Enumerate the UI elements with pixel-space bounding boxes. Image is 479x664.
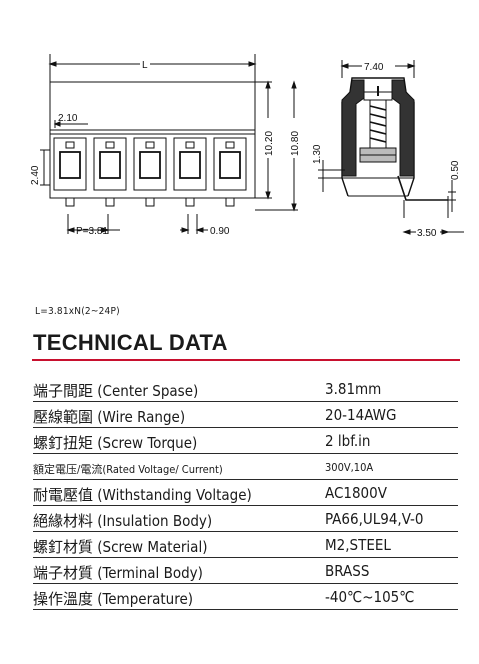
terminal-opening bbox=[133, 137, 167, 191]
spec-value: 20-14AWG bbox=[325, 406, 397, 424]
terminal-openings bbox=[53, 137, 247, 191]
wire-entry bbox=[99, 151, 121, 179]
dim-pin-thickness-label: 0.50 bbox=[450, 160, 461, 180]
screw-head bbox=[65, 141, 75, 149]
dim-pin-reach-label: 3.50 bbox=[417, 228, 437, 239]
side-view bbox=[318, 60, 464, 235]
spec-row-terminal-body: 端子材質 (Terminal Body) BRASS bbox=[33, 558, 458, 584]
terminal-pin bbox=[145, 197, 155, 207]
terminal-pin bbox=[185, 197, 195, 207]
dim-pitch-label: P=3.81 bbox=[76, 226, 108, 237]
wire-entry bbox=[139, 151, 161, 179]
spec-value: -40℃~105℃ bbox=[325, 588, 415, 606]
terminal-opening bbox=[93, 137, 127, 191]
spec-value: AC1800V bbox=[325, 484, 387, 502]
spec-value: M2,STEEL bbox=[325, 536, 391, 554]
terminal-pin bbox=[225, 197, 235, 207]
screw-head bbox=[185, 141, 195, 149]
length-formula: L=3.81xN(2~24P) bbox=[35, 306, 120, 317]
spec-label: 操作溫度 (Temperature) bbox=[33, 590, 194, 608]
terminal-pins bbox=[65, 197, 235, 207]
screw-head bbox=[145, 141, 155, 149]
dim-pin-spacing-label: 0.90 bbox=[210, 226, 230, 237]
wire-entry bbox=[219, 151, 241, 179]
spec-label: 端子間距 (Center Spase) bbox=[33, 382, 199, 400]
dim-length-label: L bbox=[142, 60, 148, 71]
spec-value: BRASS bbox=[325, 562, 370, 580]
spec-label: 壓線範圍 (Wire Range) bbox=[33, 408, 186, 426]
dim-side-width-label: 7.40 bbox=[364, 62, 384, 73]
spec-row-screw-material: 螺釘材質 (Screw Material) M2,STEEL bbox=[33, 532, 458, 558]
spec-value: 300V,10A bbox=[325, 461, 374, 474]
spec-value: 2 lbf.in bbox=[325, 432, 371, 450]
spec-row-insulation-body: 絕緣材料 (Insulation Body) PA66,UL94,V-0 bbox=[33, 506, 458, 532]
screw-head bbox=[225, 141, 235, 149]
spec-row-withstanding-voltage: 耐電壓值 (Withstanding Voltage) AC1800V bbox=[33, 480, 458, 506]
terminal-pin bbox=[65, 197, 75, 207]
spec-value: PA66,UL94,V-0 bbox=[325, 510, 424, 528]
dim-pin-offset-label: 1.30 bbox=[312, 144, 323, 164]
spec-label: 額定電压/電流(Rated Voltage/ Current) bbox=[33, 463, 223, 476]
dim-inner-height-label: 10.20 bbox=[264, 131, 275, 156]
spec-label: 端子材質 (Terminal Body) bbox=[33, 564, 203, 582]
terminal-opening bbox=[213, 137, 247, 191]
spec-row-wire-range: 壓線範圍 (Wire Range) 20-14AWG bbox=[33, 402, 458, 428]
screw-head bbox=[105, 141, 115, 149]
heading-divider bbox=[32, 359, 460, 361]
spec-label: 絕緣材料 (Insulation Body) bbox=[33, 512, 213, 530]
terminal-opening bbox=[173, 137, 207, 191]
spec-value: 3.81mm bbox=[325, 380, 382, 398]
specs-table: 端子間距 (Center Spase) 3.81mm 壓線範圍 (Wire Ra… bbox=[33, 376, 458, 610]
spec-row-temperature: 操作溫度 (Temperature) -40℃~105℃ bbox=[33, 584, 458, 610]
spec-row-rated-voltage: 額定電压/電流(Rated Voltage/ Current) 300V,10A bbox=[33, 454, 458, 480]
dim-total-height-label: 10.80 bbox=[290, 131, 301, 156]
dim-pin-height-label: 2.40 bbox=[30, 165, 41, 185]
spec-row-center-space: 端子間距 (Center Spase) 3.81mm bbox=[33, 376, 458, 402]
spec-row-screw-torque: 螺釘扭矩 (Screw Torque) 2 lbf.in bbox=[33, 428, 458, 454]
spec-label: 螺釘扭矩 (Screw Torque) bbox=[33, 434, 198, 452]
dim-terminal-width-label: 2.10 bbox=[58, 113, 78, 124]
spec-label: 螺釘材質 (Screw Material) bbox=[33, 538, 208, 556]
technical-drawing: L 2.10 2.40 P=3.81 0.90 10.20 10.80 7.40… bbox=[30, 54, 464, 239]
spec-label: 耐電壓值 (Withstanding Voltage) bbox=[33, 486, 252, 504]
wire-entry bbox=[59, 151, 81, 179]
wire-entry bbox=[179, 151, 201, 179]
section-heading: TECHNICAL DATA bbox=[33, 330, 228, 355]
terminal-opening bbox=[53, 137, 87, 191]
front-view bbox=[40, 54, 298, 234]
terminal-pin bbox=[105, 197, 115, 207]
